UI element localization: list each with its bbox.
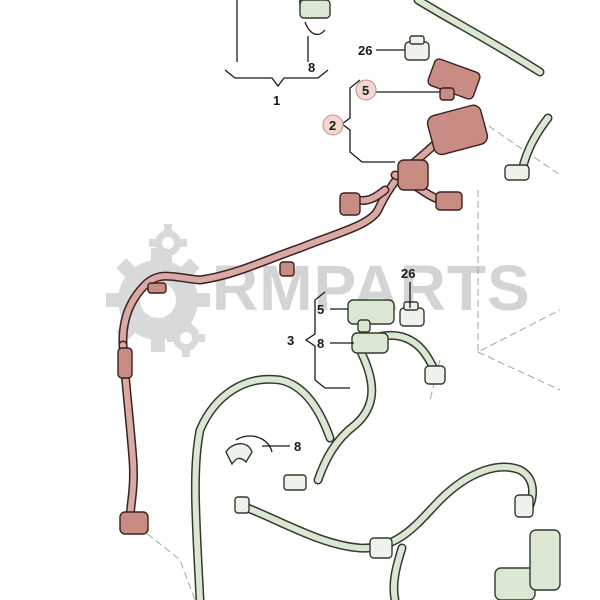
clip-lower <box>225 435 273 466</box>
hose-connector <box>279 261 295 277</box>
gear-icon <box>149 224 187 262</box>
sensor-mid <box>347 299 395 333</box>
callout-8-mid: 8 <box>317 336 324 351</box>
pipe-junction-block <box>397 159 429 191</box>
callout-label: 26 <box>401 266 415 281</box>
callout-26-mid: 26 <box>401 266 415 281</box>
pipe-end-cap <box>234 496 250 514</box>
hose-clamp <box>504 164 530 181</box>
callout-5-top: 5 <box>355 79 377 101</box>
sensor-top <box>427 58 481 101</box>
callout-label: 8 <box>308 60 315 75</box>
pipe-group-3 <box>283 330 446 491</box>
clip-top <box>299 0 331 36</box>
pipe-elbow <box>424 365 446 385</box>
hose-connector <box>147 282 167 294</box>
callout-5-mid: 5 <box>317 302 324 317</box>
callout-2: 2 <box>322 114 344 136</box>
pipe-upper-right <box>413 0 553 181</box>
callout-8-low: 8 <box>294 439 301 454</box>
reference-lines <box>129 119 561 600</box>
pipe-end-cap <box>119 511 149 535</box>
leader-lines <box>224 0 440 447</box>
callout-3: 3 <box>287 333 294 348</box>
callout-label: 1 <box>273 93 280 108</box>
callout-8-top: 8 <box>308 60 315 75</box>
callout-highlight <box>355 79 377 101</box>
component-bottom-right <box>494 529 561 600</box>
callout-26-top: 26 <box>358 43 372 58</box>
hose-connector <box>117 347 133 379</box>
pipe-end-cap <box>514 494 534 518</box>
pipe-t-joint <box>369 537 393 559</box>
pipe-elbow <box>435 191 463 211</box>
callout-label: 26 <box>358 43 372 58</box>
pipe-junction-block <box>351 332 389 354</box>
pipe-end-cap <box>283 474 307 491</box>
callout-1: 1 <box>273 93 280 108</box>
callout-label: 3 <box>287 333 294 348</box>
pipe-bracket <box>426 104 489 156</box>
pipe-highlighted-assembly <box>117 104 489 535</box>
callout-label: 2 <box>329 118 336 133</box>
connector-top <box>404 35 430 61</box>
callout-highlight <box>322 114 344 136</box>
pipe-lower-left <box>190 374 537 600</box>
callout-label: 5 <box>317 302 324 317</box>
gear-icon <box>167 319 205 357</box>
connector-mid <box>399 301 425 327</box>
callout-label: 8 <box>294 439 301 454</box>
callout-label: 5 <box>362 83 369 98</box>
pipe-end-cap <box>339 192 361 216</box>
callout-label: 8 <box>317 336 324 351</box>
